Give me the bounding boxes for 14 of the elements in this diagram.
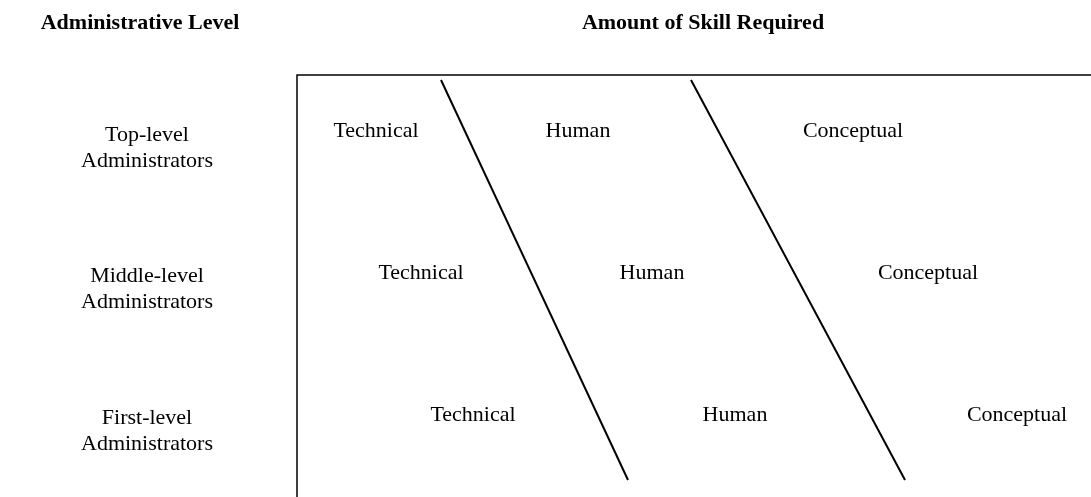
row-label: First-level Administrators — [80, 404, 214, 456]
row-label: Middle-level Administrators — [80, 262, 214, 314]
column-heading: Amount of Skill Required — [581, 9, 825, 35]
skill-label: Conceptual — [877, 259, 979, 285]
column-heading: Administrative Level — [40, 9, 240, 35]
skill-label: Conceptual — [802, 117, 904, 143]
skill-label: Technical — [333, 117, 419, 143]
skill-label: Human — [702, 401, 768, 427]
skill-label: Technical — [378, 259, 464, 285]
skill-label: Human — [545, 117, 611, 143]
row-label: Top-level Administrators — [80, 121, 214, 173]
skill-label: Conceptual — [966, 401, 1068, 427]
skill-label: Technical — [430, 401, 516, 427]
skill-label: Human — [619, 259, 685, 285]
